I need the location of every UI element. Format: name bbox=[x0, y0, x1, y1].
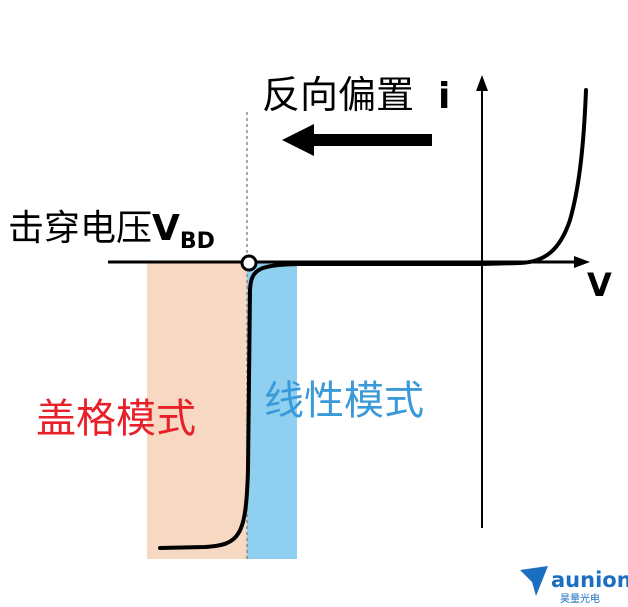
geiger-mode-label: 盖格模式 bbox=[36, 396, 196, 442]
aunion-logo: aunion 昊量光电 bbox=[520, 566, 628, 605]
voltage-axis-label: V bbox=[587, 266, 612, 304]
linear-mode-label: 线性模式 bbox=[264, 378, 424, 424]
breakdown-voltage-symbol: V bbox=[152, 208, 180, 249]
reverse-bias-arrowhead bbox=[282, 124, 314, 156]
breakdown-voltage-label: 击穿电压VBD bbox=[8, 208, 215, 254]
iv-curve-forward bbox=[480, 88, 588, 266]
reverse-bias-label: 反向偏置 bbox=[262, 73, 414, 117]
voltage-axis-arrowhead bbox=[574, 256, 590, 268]
geiger-mode-region bbox=[147, 262, 247, 559]
linear-mode-region bbox=[247, 262, 297, 559]
aunion-logo-tagline: 昊量光电 bbox=[560, 592, 600, 605]
aunion-logo-name: aunion bbox=[551, 568, 628, 592]
breakdown-voltage-subscript: BD bbox=[180, 229, 215, 254]
breakdown-point-marker bbox=[240, 254, 258, 272]
breakdown-voltage-prefix: 击穿电压 bbox=[8, 208, 152, 249]
current-axis-arrowhead bbox=[476, 75, 488, 91]
current-axis-label: i bbox=[438, 76, 450, 117]
aunion-logo-icon bbox=[520, 566, 548, 596]
iv-curve-breakdown bbox=[158, 262, 484, 550]
